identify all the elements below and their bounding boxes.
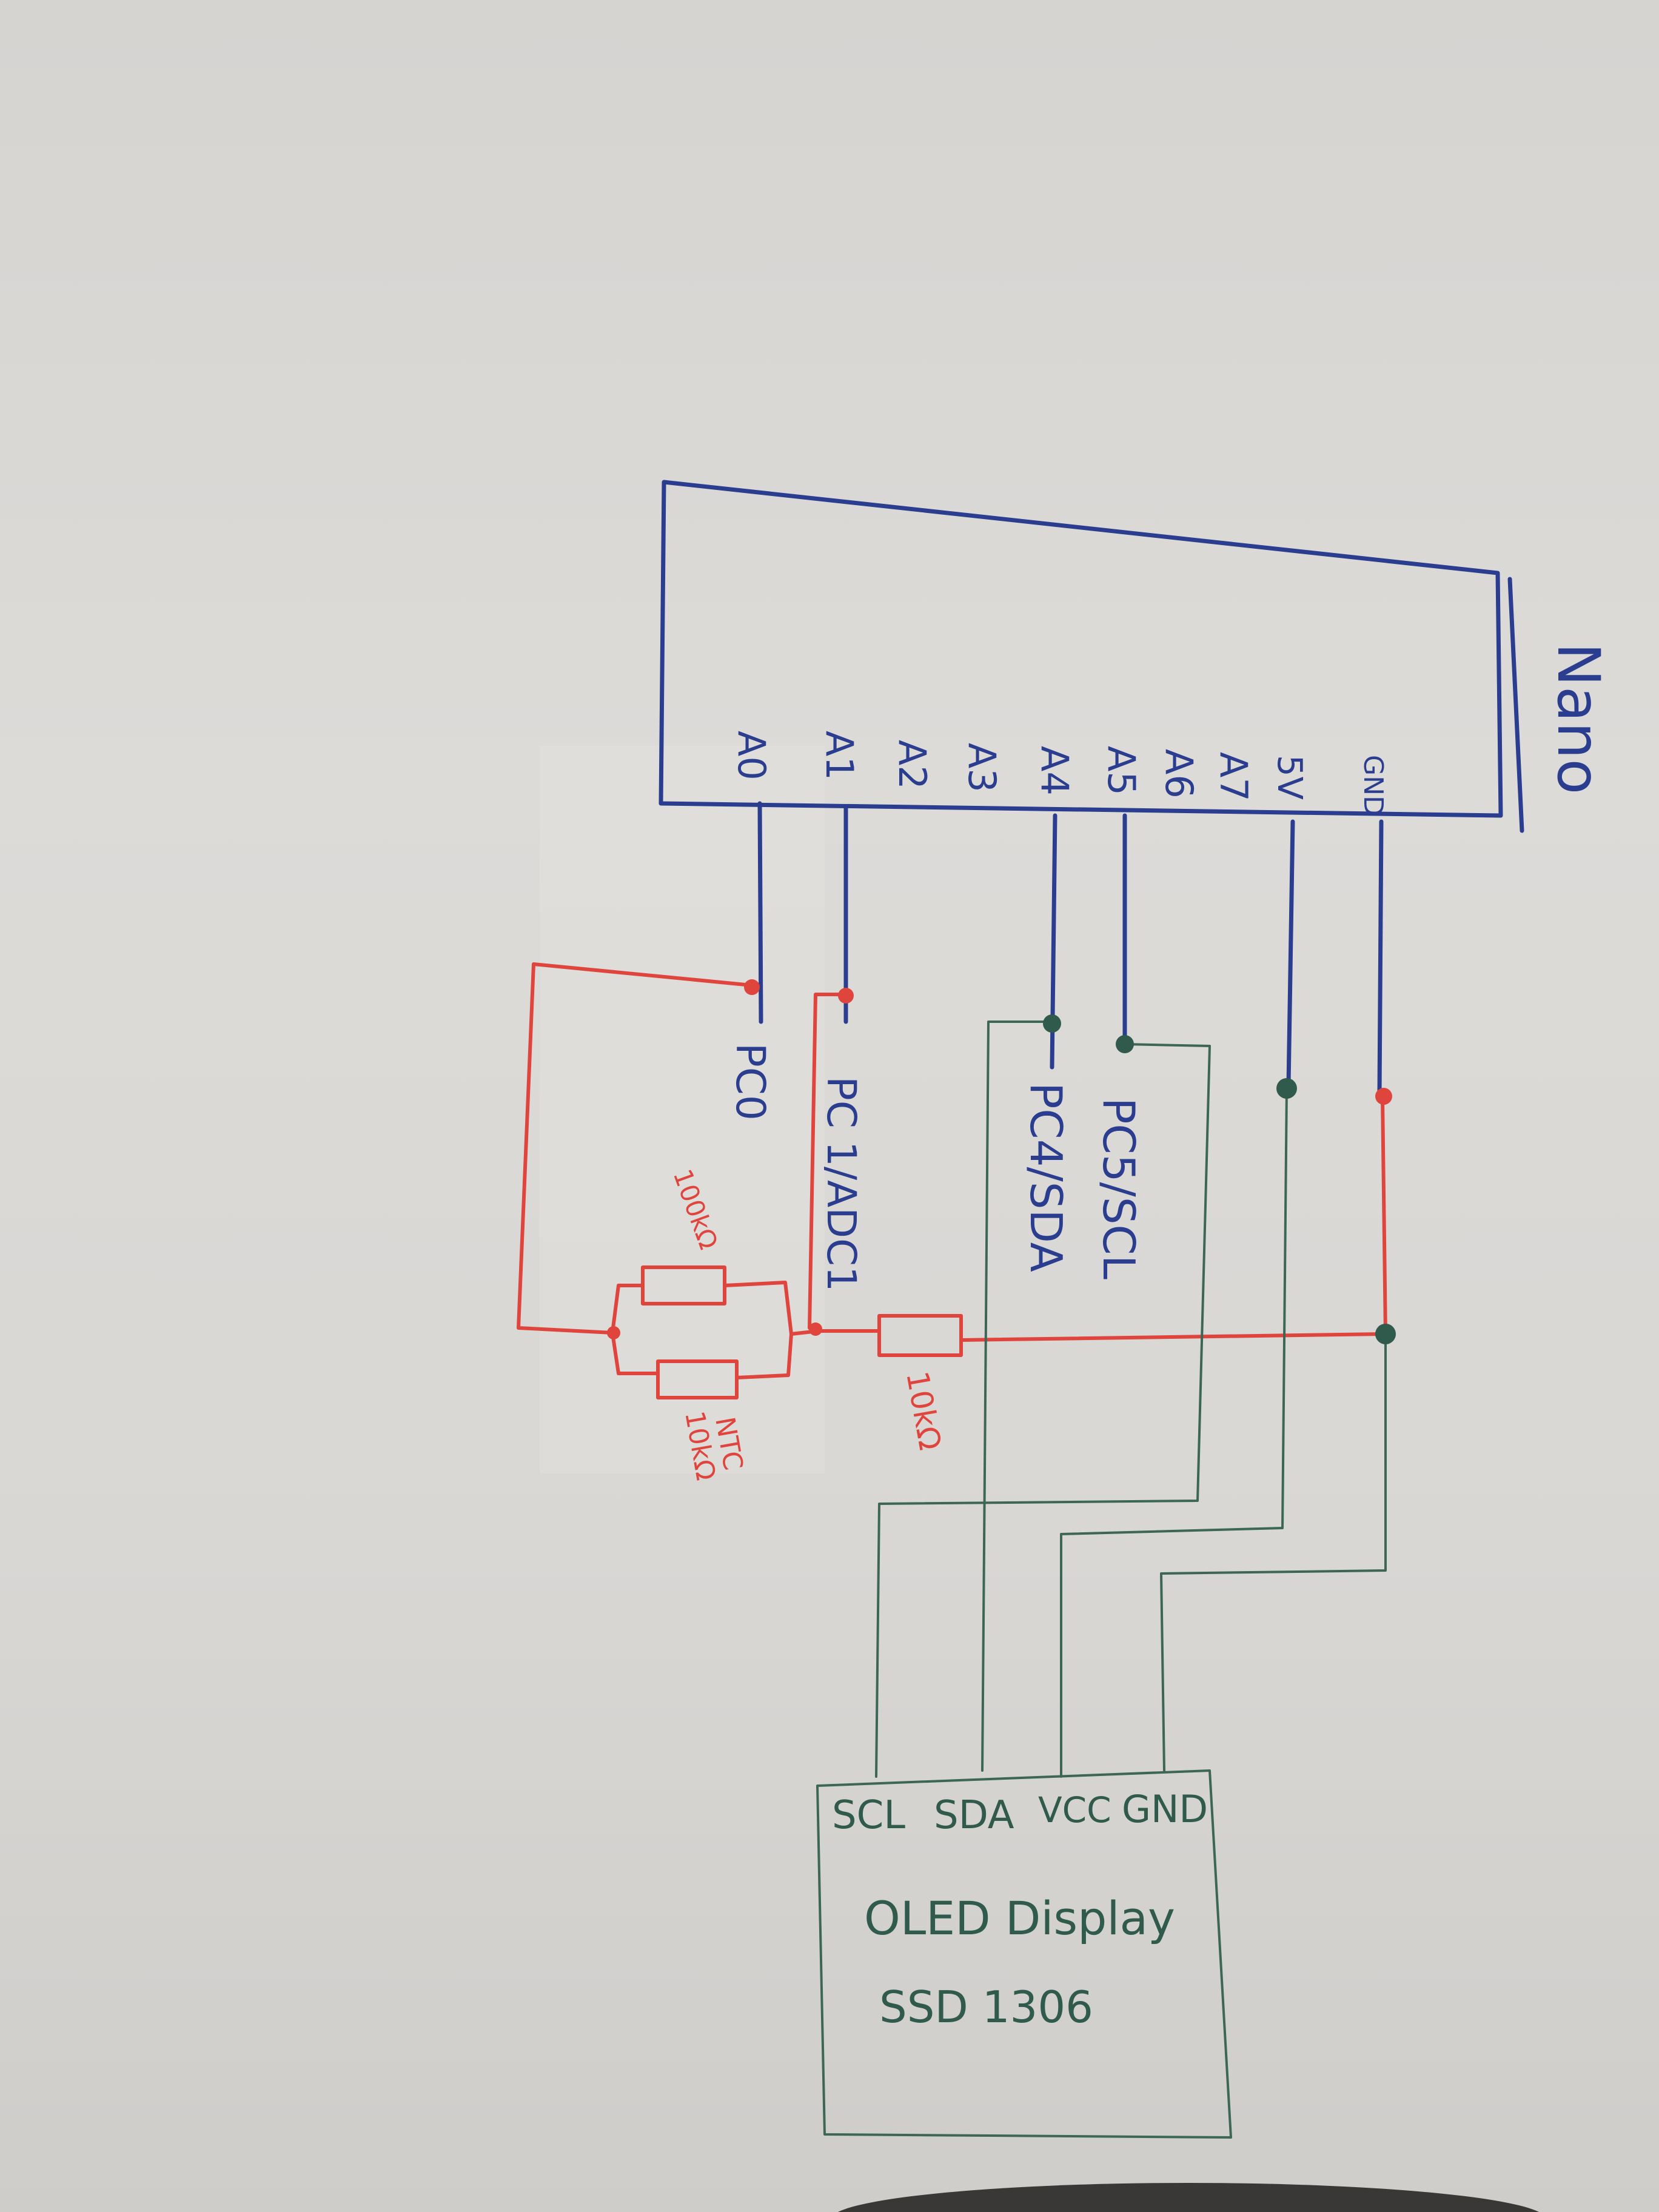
port-label-pc0: PC0 [727, 1043, 774, 1121]
photo-edge-shadow [838, 2183, 1539, 2212]
junction-par-left [607, 1326, 620, 1339]
pin-label-a4: A4 [1033, 746, 1077, 796]
oled-pin-gnd: GND [1122, 1787, 1208, 1831]
wire-a0 [757, 801, 763, 1024]
junction-sda [1043, 1014, 1061, 1033]
wire-node-to-r10k [789, 1329, 881, 1336]
pin-label-a2: A2 [890, 740, 934, 789]
pin-label-a7: A7 [1212, 752, 1256, 802]
port-label-pc4-sda: PC4/SDA [1021, 1082, 1071, 1272]
pin-label-a3: A3 [960, 743, 1004, 793]
wire-5v [1286, 819, 1295, 1088]
wire-gnd-oled [1160, 1333, 1387, 1772]
wire-par-bot-left [611, 1331, 660, 1375]
oled-display: SCL SDA VCC GND OLED Display SSD 1306 [816, 1769, 1232, 2139]
wire-r10k-to-gnd [959, 1332, 1384, 1342]
port-label-pc1-adc1: PC 1/ADC1 [818, 1076, 865, 1292]
nano-title: Nano [1544, 643, 1612, 794]
tape-patch [540, 746, 825, 1473]
junction-par-right [809, 1322, 822, 1336]
pin-label-a0: A0 [729, 731, 774, 780]
oled-title: OLED Display [864, 1891, 1175, 1945]
pin-label-5v: 5V [1270, 755, 1309, 800]
port-label-pc5-scl: PC5/SCL [1093, 1098, 1144, 1279]
nano-pin-wires [757, 801, 1384, 1097]
junction-5v [1276, 1078, 1297, 1099]
oled-model: SSD 1306 [879, 1982, 1093, 2033]
oled-pin-vcc: VCC [1038, 1789, 1111, 1831]
resistor-10k [877, 1314, 963, 1357]
junction-a1 [838, 988, 854, 1004]
label-r-10k: 10kΩ [899, 1369, 948, 1453]
sensor-circuit [517, 962, 1392, 1399]
pin-label-a6: A6 [1157, 749, 1201, 799]
wire-par-bot-right [735, 1332, 793, 1379]
wire-par-top-left [611, 1284, 645, 1335]
wire-par-top-right [723, 1281, 793, 1336]
junction-a0 [744, 979, 760, 995]
wire-gnd [1377, 819, 1384, 1097]
junction-gnd-red [1375, 1088, 1392, 1105]
wire-vcc [1060, 1087, 1288, 1778]
nano-board: Nano A0 A1 A2 A3 A4 A5 A6 A7 5V GND [659, 480, 1612, 833]
oled-pin-sda: SDA [934, 1793, 1014, 1838]
pin-label-gnd: GND [1358, 755, 1389, 816]
oled-wiring [875, 1014, 1396, 1778]
nano-outline [659, 480, 1503, 818]
nano-edge [1507, 577, 1524, 833]
wire-sda [981, 1021, 1053, 1772]
wire-gnd-red [1381, 1096, 1387, 1336]
ntc-10k [656, 1359, 739, 1399]
junction-gnd [1375, 1324, 1396, 1344]
oled-outline [816, 1769, 1232, 2139]
wire-a0-loop [517, 962, 754, 1335]
wire-a1-node [808, 993, 845, 1330]
junction-scl [1116, 1035, 1134, 1053]
pin-label-a5: A5 [1099, 746, 1144, 796]
oled-pin-scl: SCL [832, 1793, 905, 1838]
pin-label-a1: A1 [817, 731, 862, 780]
wire-scl [875, 1043, 1211, 1778]
